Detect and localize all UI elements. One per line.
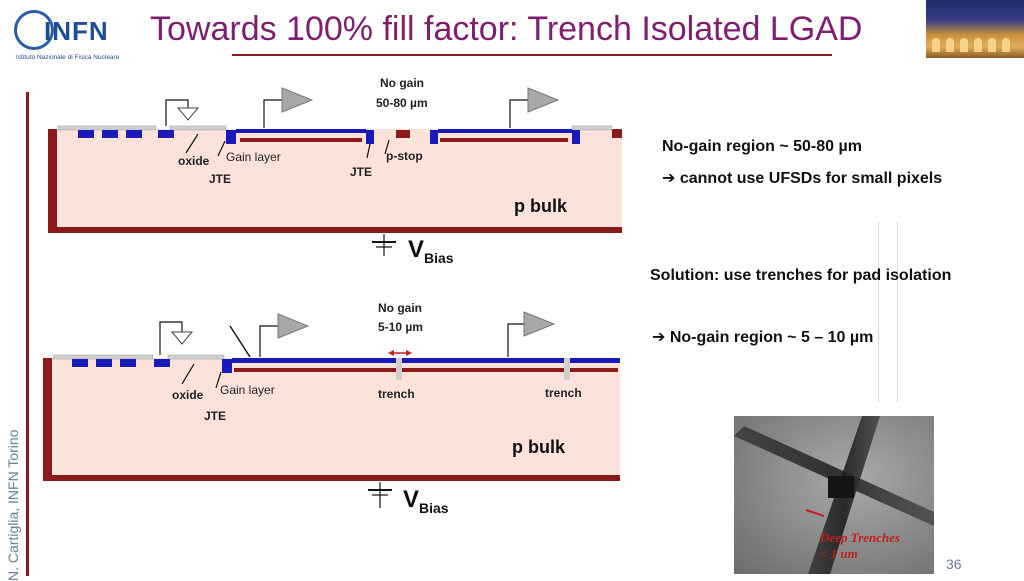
bottom-no-gain-label: No gain [378, 301, 422, 315]
title-underline [232, 54, 832, 56]
bottom-vbias-label: VBias [403, 486, 449, 516]
top-jte-mid-label: JTE [350, 165, 373, 179]
left-accent-bar [26, 92, 29, 576]
bulk-bottom [43, 358, 620, 481]
note-cannot-use: ➔ cannot use UFSDs for small pixels [662, 170, 943, 187]
edge-bottom-top [48, 227, 622, 233]
bottom-no-gain-value: 5-10 µm [378, 320, 423, 334]
bottom-jte-label: JTE [204, 409, 227, 423]
bottom-oxide-label: oxide [172, 388, 204, 402]
infn-logo: INFN Istituto Nazionale di Fisica Nuclea… [14, 10, 136, 62]
top-gain-layer-label: Gain layer [226, 150, 281, 164]
edge-bottom-bottom [43, 475, 620, 481]
logo-subtitle: Istituto Nazionale di Fisica Nucleare [16, 54, 120, 61]
trench-label-2: trench [545, 386, 582, 400]
diagram-top-graphic [48, 87, 622, 256]
sem-trench-image [734, 416, 934, 574]
bulk-top [48, 129, 622, 232]
bottom-bulk-label: p bulk [512, 437, 565, 457]
note-solution: Solution: use trenches for pad isolation [650, 267, 952, 284]
torino-photo [926, 0, 1024, 58]
bottom-gain-layer-label: Gain layer [220, 383, 275, 397]
note-no-gain-large: No-gain region ~ 50-80 µm [662, 138, 862, 155]
diagram-bottom-graphic [43, 311, 620, 508]
logo-circle-icon [14, 10, 54, 50]
divider-box [878, 222, 898, 402]
page-number: 36 [946, 556, 962, 572]
sem-trench-graphic [734, 416, 934, 574]
top-pstop-label: p-stop [386, 149, 423, 163]
top-oxide-label: oxide [178, 154, 210, 168]
top-no-gain-value: 50-80 µm [376, 96, 428, 110]
sem-caption: Deep Trenches < 1 um [820, 530, 901, 561]
top-jte-left-label: JTE [209, 172, 232, 186]
top-bulk-label: p bulk [514, 196, 567, 216]
edge-left-top [48, 129, 57, 232]
edge-left-bottom [43, 358, 52, 481]
note-no-gain-small: ➔ No-gain region ~ 5 – 10 µm [652, 329, 874, 346]
top-vbias-label: VBias [408, 236, 454, 266]
logo-brand: INFN [44, 16, 109, 46]
top-no-gain-label: No gain [380, 76, 424, 90]
trench-label-1: trench [378, 387, 415, 401]
page-title: Towards 100% fill factor: Trench Isolate… [150, 10, 863, 48]
